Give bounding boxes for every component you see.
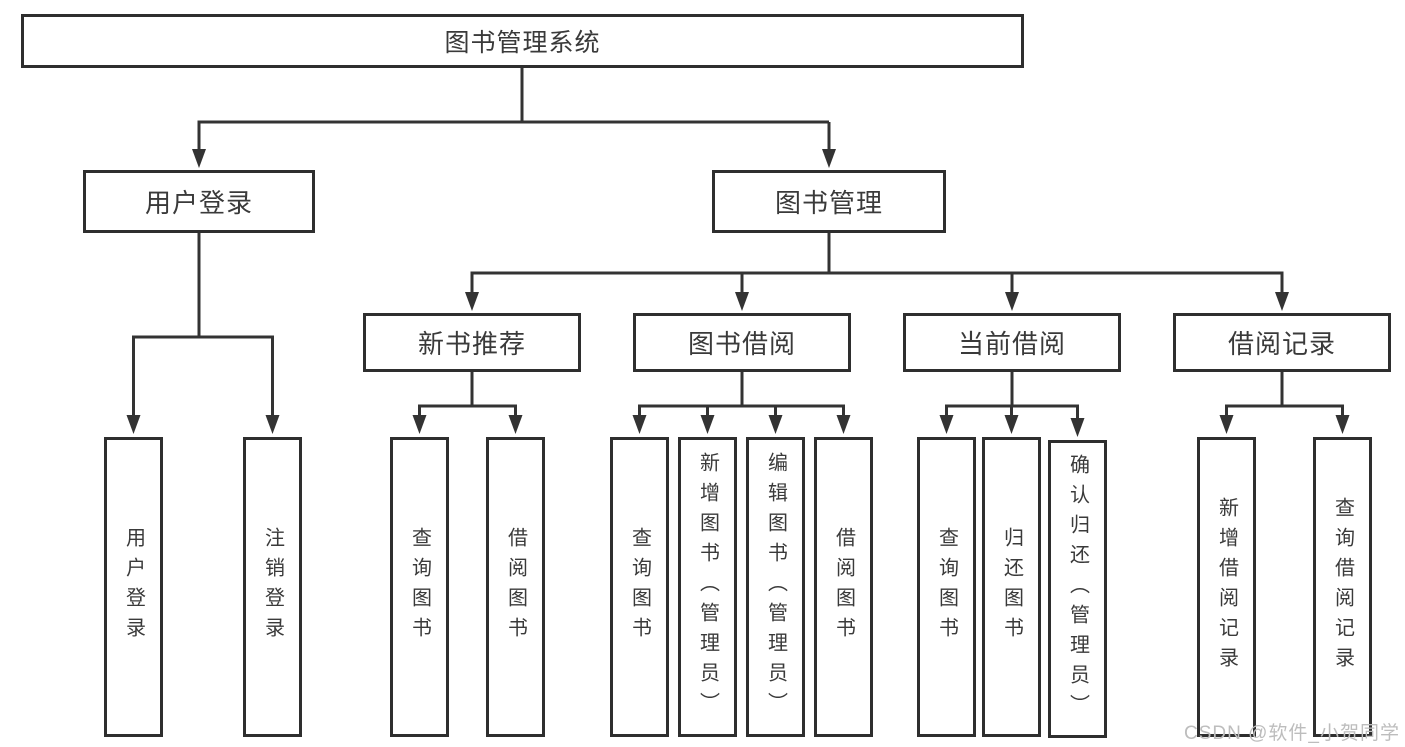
node-new-book-recommend-label: 新书推荐 (417, 329, 526, 359)
leaf-logout: 注销登录 (243, 437, 302, 737)
node-borrow-record-label: 借阅记录 (1227, 329, 1336, 359)
leaf-user-login-label: 用户登录 (122, 527, 145, 647)
node-user-login-branch-label: 用户登录 (144, 188, 253, 218)
leaf-return-book-label: 归还图书 (1000, 527, 1023, 647)
node-book-management-branch: 图书管理 (712, 170, 946, 233)
leaf-borrow-query-book: 查询图书 (610, 437, 669, 737)
node-root-system-label: 图书管理系统 (444, 29, 601, 57)
leaf-recommend-borrow-book: 借阅图书 (486, 437, 545, 737)
node-current-borrow: 当前借阅 (903, 313, 1121, 372)
leaf-add-borrow-record: 新增借阅记录 (1197, 437, 1256, 737)
leaf-edit-book-admin: 编辑图书（管理员） (746, 437, 805, 737)
leaf-return-book: 归还图书 (982, 437, 1041, 737)
leaf-user-login: 用户登录 (104, 437, 163, 737)
leaf-borrow-book-label: 借阅图书 (832, 527, 855, 647)
connector-root-to-branches (197, 68, 831, 151)
connector-user-login-children (132, 233, 274, 417)
connector-new-book-children (418, 372, 517, 417)
leaf-add-book-admin-label: 新增图书（管理员） (696, 452, 719, 722)
leaf-recommend-borrow-book-label: 借阅图书 (504, 527, 527, 647)
node-book-management-branch-label: 图书管理 (774, 188, 883, 218)
node-current-borrow-label: 当前借阅 (957, 329, 1066, 359)
node-borrow-record: 借阅记录 (1173, 313, 1391, 372)
node-book-borrow: 图书借阅 (633, 313, 851, 372)
leaf-logout-label: 注销登录 (261, 527, 284, 647)
connector-book-borrow-children (638, 372, 845, 417)
leaf-borrow-book: 借阅图书 (814, 437, 873, 737)
connector-borrow-record-children (1225, 372, 1344, 417)
leaf-query-borrow-record-label: 查询借阅记录 (1331, 497, 1354, 677)
node-new-book-recommend: 新书推荐 (363, 313, 581, 372)
node-user-login-branch: 用户登录 (83, 170, 315, 233)
leaf-confirm-return-admin: 确认归还（管理员） (1048, 440, 1107, 738)
leaf-query-borrow-record: 查询借阅记录 (1313, 437, 1372, 737)
leaf-recommend-query-book: 查询图书 (390, 437, 449, 737)
leaf-add-book-admin: 新增图书（管理员） (678, 437, 737, 737)
leaf-confirm-return-admin-label: 确认归还（管理员） (1066, 454, 1089, 724)
leaf-edit-book-admin-label: 编辑图书（管理员） (764, 452, 787, 722)
leaf-current-query-book: 查询图书 (917, 437, 976, 737)
leaf-current-query-book-label: 查询图书 (935, 527, 958, 647)
arrowheads (126, 149, 1350, 437)
leaf-recommend-query-book-label: 查询图书 (408, 527, 431, 647)
connector-current-borrow-children (945, 372, 1079, 420)
csdn-watermark: CSDN @软件_小贺同学 (1184, 723, 1400, 744)
connector-book-mgmt-children (470, 233, 1284, 294)
node-root-system: 图书管理系统 (21, 14, 1024, 68)
node-book-borrow-label: 图书借阅 (687, 329, 796, 359)
leaf-borrow-query-book-label: 查询图书 (628, 527, 651, 647)
leaf-add-borrow-record-label: 新增借阅记录 (1215, 497, 1238, 677)
